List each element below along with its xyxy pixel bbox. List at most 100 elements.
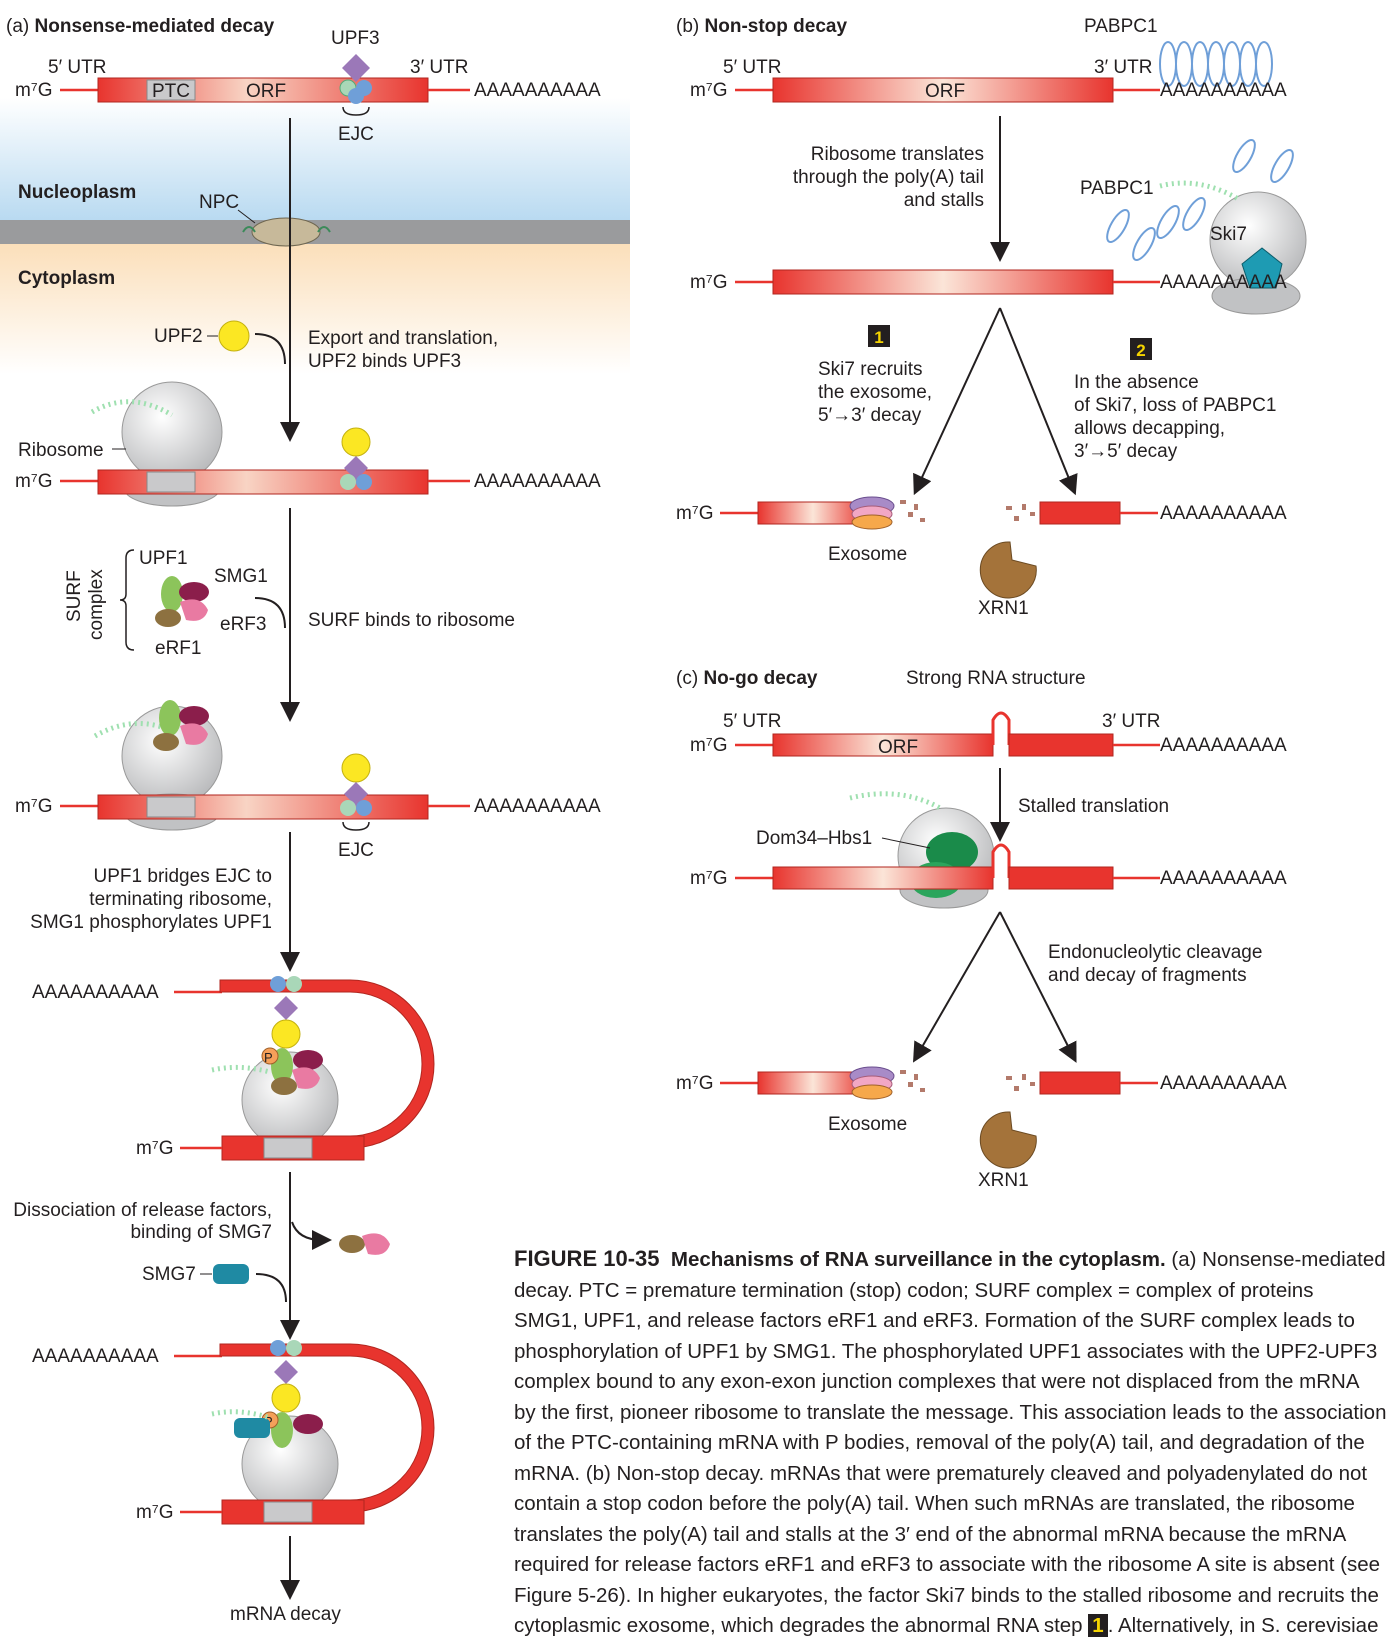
c-dom34 xyxy=(926,832,978,872)
c-mrna2-left xyxy=(772,866,994,890)
ejc-blue-subunit-2 xyxy=(348,88,364,104)
c-path1-arrow xyxy=(912,911,1001,1063)
b-badge-1 xyxy=(868,325,890,347)
caption-line-9: contain a stop codon before the poly(A) … xyxy=(514,1492,1355,1515)
c-xrn1-fragments xyxy=(1006,1074,1035,1091)
erf1-label: eRF1 xyxy=(155,638,201,659)
c-nascent-peptide xyxy=(849,791,942,811)
surf-join-arrow xyxy=(254,597,286,629)
caption-line-11: required for release factors eRF1 and eR… xyxy=(514,1553,1380,1576)
pabpc1-proteins xyxy=(1159,41,1273,87)
cap-label-2: m⁷G xyxy=(15,471,52,492)
ptc-segment xyxy=(146,79,196,101)
upf1-protein xyxy=(161,576,183,612)
panel-c-title: (c) No-go decay xyxy=(676,668,818,689)
b-cap-label: m⁷G xyxy=(690,80,727,101)
panel-b-title: (b) Non-stop decay xyxy=(676,16,847,37)
loop4-ejc-g xyxy=(286,976,302,992)
loop4-smg1 xyxy=(293,1050,323,1070)
released-erf1 xyxy=(339,1235,365,1253)
pabpc1-label: PABPC1 xyxy=(1084,16,1158,37)
b-path2-arrow xyxy=(999,307,1078,496)
loop5-ejc-b xyxy=(270,1340,286,1356)
caption-line-12: Figure 5-26). In higher eukaryotes, the … xyxy=(514,1583,1379,1607)
b-exo-fragments xyxy=(900,500,925,522)
cytoplasm-label: Cytoplasm xyxy=(18,268,115,289)
upf2-label: UPF2 xyxy=(154,326,203,347)
c-polya-label-2: AAAAAAAAAA xyxy=(1160,868,1287,889)
step3-text-3: SMG1 phosphorylates UPF1 xyxy=(30,912,272,933)
c-cap-label-2: m⁷G xyxy=(690,868,727,889)
loop5-ptc xyxy=(263,1501,313,1523)
caption-title: Mechanisms of RNA surveillance in the cy… xyxy=(670,1248,1166,1271)
loop4-erf1 xyxy=(271,1077,297,1095)
caption-badge-1: 1 xyxy=(1088,1614,1108,1637)
upf2-bound xyxy=(341,427,371,457)
loop4-phospho-label: P xyxy=(264,1050,273,1065)
panel-b-non-stop-decay: (b) Non-stop decay PABPC1 5′ UTR 3′ UTR … xyxy=(676,16,1307,619)
nucleoplasm-region xyxy=(0,98,630,220)
b-polya-label-3: AAAAAAAAAA xyxy=(1160,503,1287,524)
b-polya-label: AAAAAAAAAA xyxy=(1160,80,1287,101)
c-utr3-label: 3′ UTR xyxy=(1102,711,1160,732)
b-utr3-label: 3′ UTR xyxy=(1094,57,1152,78)
loop5-upf2 xyxy=(271,1383,301,1413)
polya-label-3: AAAAAAAAAA xyxy=(474,796,601,817)
ribosome-label: Ribosome xyxy=(18,440,104,461)
caption-line-7: of the PTC-containing mRNA with P bodies… xyxy=(514,1431,1365,1454)
caption-line-5: complex bound to any exon-exon junction … xyxy=(514,1370,1360,1393)
caption-line-2: decay. PTC = premature termination (stop… xyxy=(514,1278,1314,1302)
c-exosome-label: Exosome xyxy=(828,1114,907,1135)
loop4-upf3 xyxy=(274,996,298,1020)
loop4-phospho xyxy=(261,1047,279,1065)
b-cap-label-3: m⁷G xyxy=(676,503,713,524)
caption-line13-a: cytoplasmic exosome, which degrades the … xyxy=(514,1614,1089,1637)
upf3-label: UPF3 xyxy=(331,28,380,49)
ejc-b2 xyxy=(356,474,372,490)
caption-line-3: SMG1, UPF1, and release factors eRF1 and… xyxy=(514,1309,1355,1332)
b-xrn1-protein xyxy=(979,541,1037,599)
caption-line-4: phosphorylation of UPF1 by SMG1. The pho… xyxy=(514,1339,1378,1363)
erf1-protein xyxy=(155,609,181,627)
c-xrn1-label: XRN1 xyxy=(978,1170,1029,1191)
upf2-bound-3 xyxy=(341,753,371,783)
c-step-text-1: Endonucleolytic cleavage xyxy=(1048,942,1262,963)
b-opt2-text-2: of Ski7, loss of PABPC1 xyxy=(1074,395,1276,416)
b-badge-2 xyxy=(1130,338,1152,360)
ejc-label-3: EJC xyxy=(338,840,374,861)
caption-line-13: cytoplasmic exosome, which degrades the … xyxy=(514,1611,1378,1642)
final-label: mRNA decay xyxy=(230,1604,341,1625)
b-opt2-text-3: allows decapping, xyxy=(1074,418,1225,439)
smg7-label: SMG7 xyxy=(142,1264,196,1285)
polya-label-2: AAAAAAAAAA xyxy=(474,471,601,492)
c-exosome-bottom xyxy=(851,1084,893,1100)
step4-text-1: Dissociation of release factors, xyxy=(13,1200,272,1221)
ejc-g3 xyxy=(340,800,356,816)
c-mrna2-right xyxy=(1008,866,1114,890)
cap-label-4: m⁷G xyxy=(136,1138,173,1159)
ejc-label: EJC xyxy=(338,124,374,145)
panel-a-nonsense-mediated-decay: (a) Nonsense-mediated decay 5′ UTR 3′ UT… xyxy=(0,16,630,1625)
orf-label: ORF xyxy=(246,81,286,102)
caption-line-1: FIGURE 10-35 Mechanisms of RNA surveilla… xyxy=(514,1244,1386,1276)
figure-caption: FIGURE 10-35 Mechanisms of RNA surveilla… xyxy=(514,1244,1386,1637)
c-path2-arrow xyxy=(999,911,1077,1063)
c-cap-label-3: m⁷G xyxy=(676,1073,713,1094)
upf3-bound-3 xyxy=(344,782,368,806)
caption-line-6: by the first, pioneer ribosome to transl… xyxy=(514,1400,1386,1424)
c-polya-label: AAAAAAAAAA xyxy=(1160,735,1287,756)
surf-brace xyxy=(119,549,135,651)
upf1-label: UPF1 xyxy=(139,548,188,569)
b-path1-arrow xyxy=(913,307,1001,496)
c-orf-label: ORF xyxy=(878,737,918,758)
b-xrn1-label: XRN1 xyxy=(978,598,1029,619)
b-opt1-text-2: the exosome, xyxy=(818,382,932,403)
ski7-label: Ski7 xyxy=(1210,224,1247,245)
released-erf3 xyxy=(362,1233,390,1255)
c-dom34-leader xyxy=(881,837,931,849)
b-stalled-polya-label: AAAAAAAAAA xyxy=(1160,272,1287,293)
c-structure-label: Strong RNA structure xyxy=(906,668,1086,689)
nascent-peptide-3 xyxy=(93,721,166,739)
c-step-text-2: and decay of fragments xyxy=(1048,965,1247,986)
mrna3-ptc xyxy=(146,796,196,818)
